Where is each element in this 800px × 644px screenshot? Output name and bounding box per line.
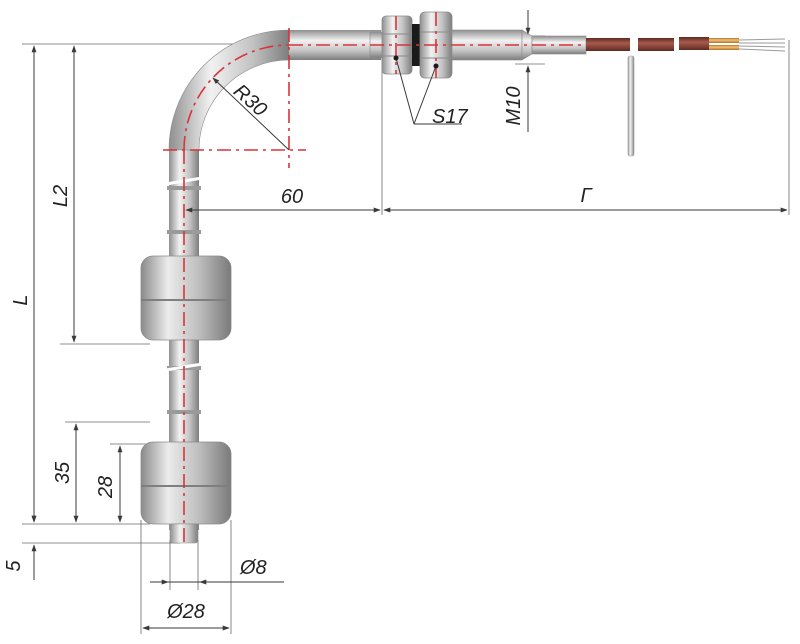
label-35: 35 (52, 461, 74, 484)
label-dia8: Ø8 (239, 557, 267, 579)
label-s17: S17 (432, 106, 468, 128)
cable (586, 37, 786, 52)
label-l2: L2 (50, 185, 72, 207)
label-g: Г (581, 185, 594, 207)
label-m10: M10 (503, 87, 525, 126)
extension-lines (22, 35, 790, 634)
label-l: L (10, 294, 32, 305)
upper-float (140, 255, 232, 341)
label-60: 60 (281, 186, 303, 208)
dimension-lines (31, 10, 788, 631)
lower-float (140, 441, 232, 525)
label-28: 28 (95, 476, 117, 499)
label-r30: R30 (229, 80, 271, 121)
indicator-rod (627, 55, 635, 157)
center-lines (163, 12, 582, 545)
label-dia28: Ø28 (166, 601, 205, 623)
label-5: 5 (3, 560, 25, 572)
